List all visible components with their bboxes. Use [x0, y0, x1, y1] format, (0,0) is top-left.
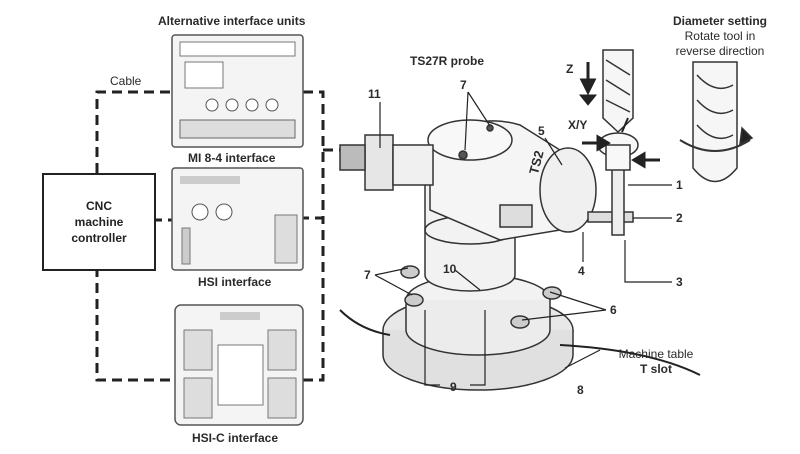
callout-5: 5 [538, 124, 545, 138]
callout-7-top: 7 [460, 78, 467, 92]
controller-line1: CNC [86, 199, 112, 213]
hsi-label: HSI interface [198, 275, 272, 289]
callout-4: 4 [578, 264, 585, 278]
mi84-label: MI 8-4 interface [188, 151, 276, 165]
controller-line2: machine [74, 215, 124, 229]
hsic-label: HSI-C interface [192, 431, 279, 445]
xy-axis-label: X/Y [568, 118, 588, 132]
diameter-title: Diameter setting [672, 14, 768, 28]
controller-line3: controller [71, 231, 127, 245]
callout-10: 10 [443, 262, 457, 276]
probe-title: TS27R probe [410, 54, 485, 68]
leader-lines [339, 91, 701, 386]
callout-7-left: 7 [364, 268, 371, 282]
callout-3: 3 [676, 275, 683, 289]
motion-arrows [578, 62, 660, 169]
diameter-tool [679, 61, 754, 183]
callout-9: 9 [450, 380, 457, 394]
drill-bit [602, 49, 634, 134]
machine-table-line1: Machine table [618, 347, 694, 361]
diameter-line2: reverse direction [675, 44, 765, 58]
alternative-units-title: Alternative interface units [158, 14, 306, 28]
cnc-controller-box: CNC machine controller [42, 173, 156, 271]
callout-1: 1 [676, 178, 683, 192]
cable-lines [95, 90, 350, 382]
machine-table-line2: T slot [640, 362, 672, 376]
hsic-interface-device [174, 304, 304, 426]
callout-6: 6 [610, 303, 617, 317]
diameter-line1: Rotate tool in [684, 29, 756, 43]
callout-2: 2 [676, 211, 683, 225]
callout-11: 11 [368, 87, 381, 101]
z-axis-label: Z [566, 62, 574, 76]
callout-8: 8 [577, 383, 584, 397]
hsi-interface-device [171, 167, 304, 271]
mi84-interface-device [171, 34, 304, 148]
cable-label: Cable [110, 74, 142, 88]
ts27r-probe [339, 119, 639, 391]
